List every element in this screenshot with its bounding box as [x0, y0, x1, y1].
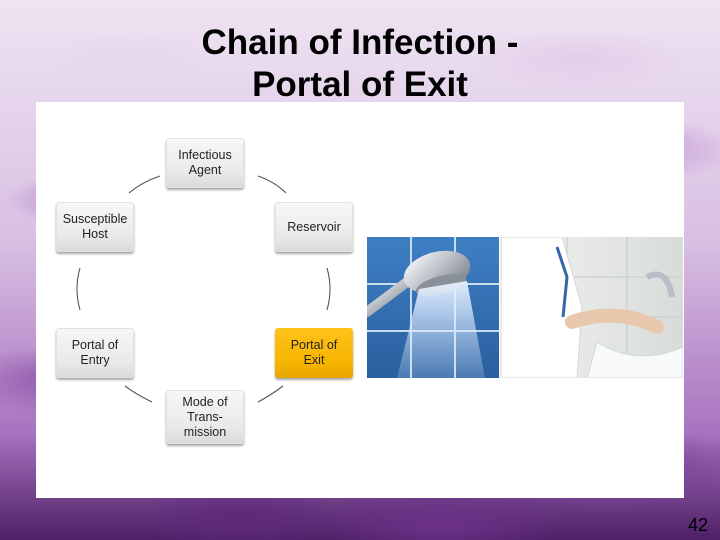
node-mode-line-1: Mode of — [182, 394, 228, 409]
photo-collage — [367, 237, 683, 378]
node-mode-line-2: Trans- — [187, 409, 223, 424]
connector-agent-reservoir — [257, 175, 287, 194]
node-portal-of-exit: Portal of Exit — [275, 328, 353, 378]
node-portal-of-exit-line-2: Exit — [303, 353, 325, 367]
node-portal-of-entry: Portal of Entry — [56, 328, 134, 378]
shower-head-icon — [367, 237, 499, 378]
connector-mode-entry — [124, 385, 153, 403]
slide-title: Chain of Infection - Portal of Exit — [0, 22, 720, 106]
node-infectious-agent-line-2: Agent — [188, 163, 222, 177]
node-portal-of-exit-line-1: Portal of — [290, 338, 338, 352]
connector-exit-mode — [257, 385, 284, 403]
connector-reservoir-exit — [326, 267, 331, 311]
node-susceptible-host-line-1: Susceptible — [62, 212, 128, 226]
page-number: 42 — [687, 515, 708, 535]
node-reservoir-line-1: Reservoir — [287, 219, 341, 234]
node-reservoir: Reservoir — [275, 202, 353, 252]
node-susceptible-host-line-2: Host — [82, 227, 108, 241]
title-line-2: Portal of Exit — [252, 65, 468, 104]
title-line-1: Chain of Infection - — [201, 23, 519, 62]
connector-host-agent — [128, 175, 161, 194]
connector-entry-host — [76, 267, 81, 311]
node-infectious-agent-line-1: Infectious — [178, 148, 232, 162]
node-susceptible-host: Susceptible Host — [56, 202, 134, 252]
node-infectious-agent: Infectious Agent — [166, 138, 244, 188]
node-mode-of-transmission: Mode of Trans- mission — [166, 390, 244, 444]
node-mode-line-3: mission — [183, 424, 227, 439]
node-portal-of-entry-line-1: Portal of — [71, 338, 119, 352]
node-portal-of-entry-line-2: Entry — [80, 353, 110, 367]
handwashing-icon — [500, 237, 683, 378]
